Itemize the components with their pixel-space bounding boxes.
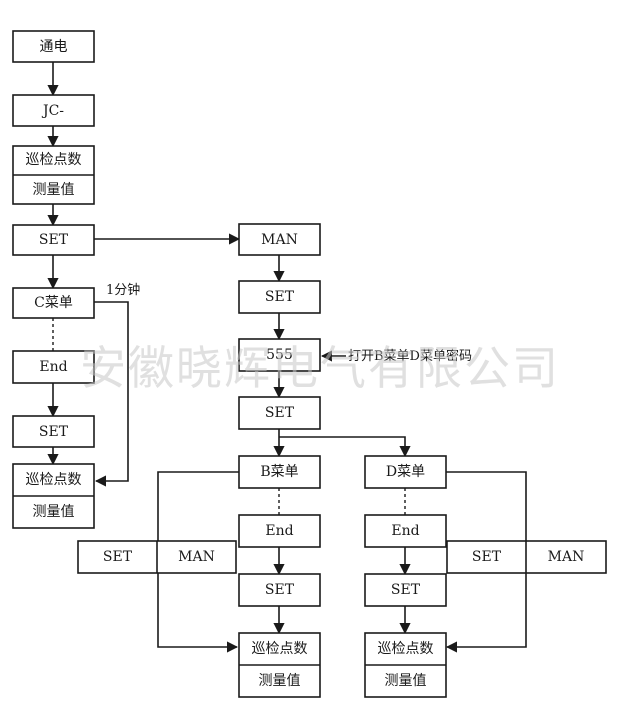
node-set-2: SET [12, 415, 95, 448]
node-end-c: End [12, 350, 95, 384]
node-patrol-top: 巡检点数 测量值 [12, 145, 95, 205]
label-set: SET [39, 232, 69, 248]
node-set-man-left: SET MAN [77, 540, 237, 574]
label-jc: JC- [41, 103, 64, 119]
label-b-menu: B菜单 [260, 464, 298, 480]
label-d-menu: D菜单 [386, 464, 425, 480]
arrow-cmenu-timeout [94, 301, 129, 487]
node-d-menu: D菜单 [364, 455, 447, 489]
watermark-text: 安徽晓辉电气有限公司 [80, 341, 560, 395]
label-c-menu: C菜单 [34, 295, 73, 311]
node-set-3: SET [238, 280, 321, 314]
label-set: SET [103, 549, 133, 565]
label-measured-value: 测量值 [33, 182, 75, 198]
label-measured-value: 测量值 [259, 673, 301, 689]
node-c-menu: C菜单 [12, 287, 95, 319]
node-patrol-d: 巡检点数 测量值 [364, 632, 447, 698]
note-open-menus: 打开B菜单D菜单密码 [348, 348, 472, 364]
label-patrol-points: 巡检点数 [252, 641, 308, 657]
arrow-set-to-dmenu [279, 436, 411, 458]
label-set: SET [265, 405, 295, 421]
node-patrol-bottom-left: 巡检点数 测量值 [12, 463, 95, 529]
node-set-4: SET [238, 396, 321, 430]
label-measured-value: 测量值 [33, 504, 75, 520]
note-one-minute: 1分钟 [106, 282, 140, 298]
node-set-b: SET [238, 573, 321, 607]
node-set-1: SET [12, 224, 95, 256]
node-power-on: 通电 [12, 30, 95, 63]
label-patrol-points: 巡检点数 [26, 152, 82, 168]
node-man: MAN [238, 223, 321, 256]
label-end: End [39, 359, 67, 375]
label-patrol-points: 巡检点数 [378, 641, 434, 657]
label-555: 555 [266, 347, 293, 363]
node-jc: JC- [12, 94, 95, 127]
label-measured-value: 测量值 [385, 673, 427, 689]
node-555: 555 [238, 338, 321, 372]
label-man: MAN [261, 232, 298, 248]
label-set: SET [39, 424, 69, 440]
label-man: MAN [178, 549, 215, 565]
label-power-on: 通电 [40, 39, 68, 55]
node-set-d: SET [364, 573, 447, 607]
label-man: MAN [548, 549, 585, 565]
node-set-man-right: SET MAN [446, 540, 607, 574]
label-patrol-points: 巡检点数 [26, 472, 82, 488]
node-end-d: End [364, 514, 447, 548]
label-set: SET [472, 549, 502, 565]
label-end: End [391, 523, 419, 539]
node-b-menu: B菜单 [238, 455, 321, 489]
label-set: SET [265, 289, 295, 305]
label-set: SET [391, 582, 421, 598]
label-set: SET [265, 582, 295, 598]
node-end-b: End [238, 514, 321, 548]
node-patrol-b: 巡检点数 测量值 [238, 632, 321, 698]
label-end: End [265, 523, 293, 539]
